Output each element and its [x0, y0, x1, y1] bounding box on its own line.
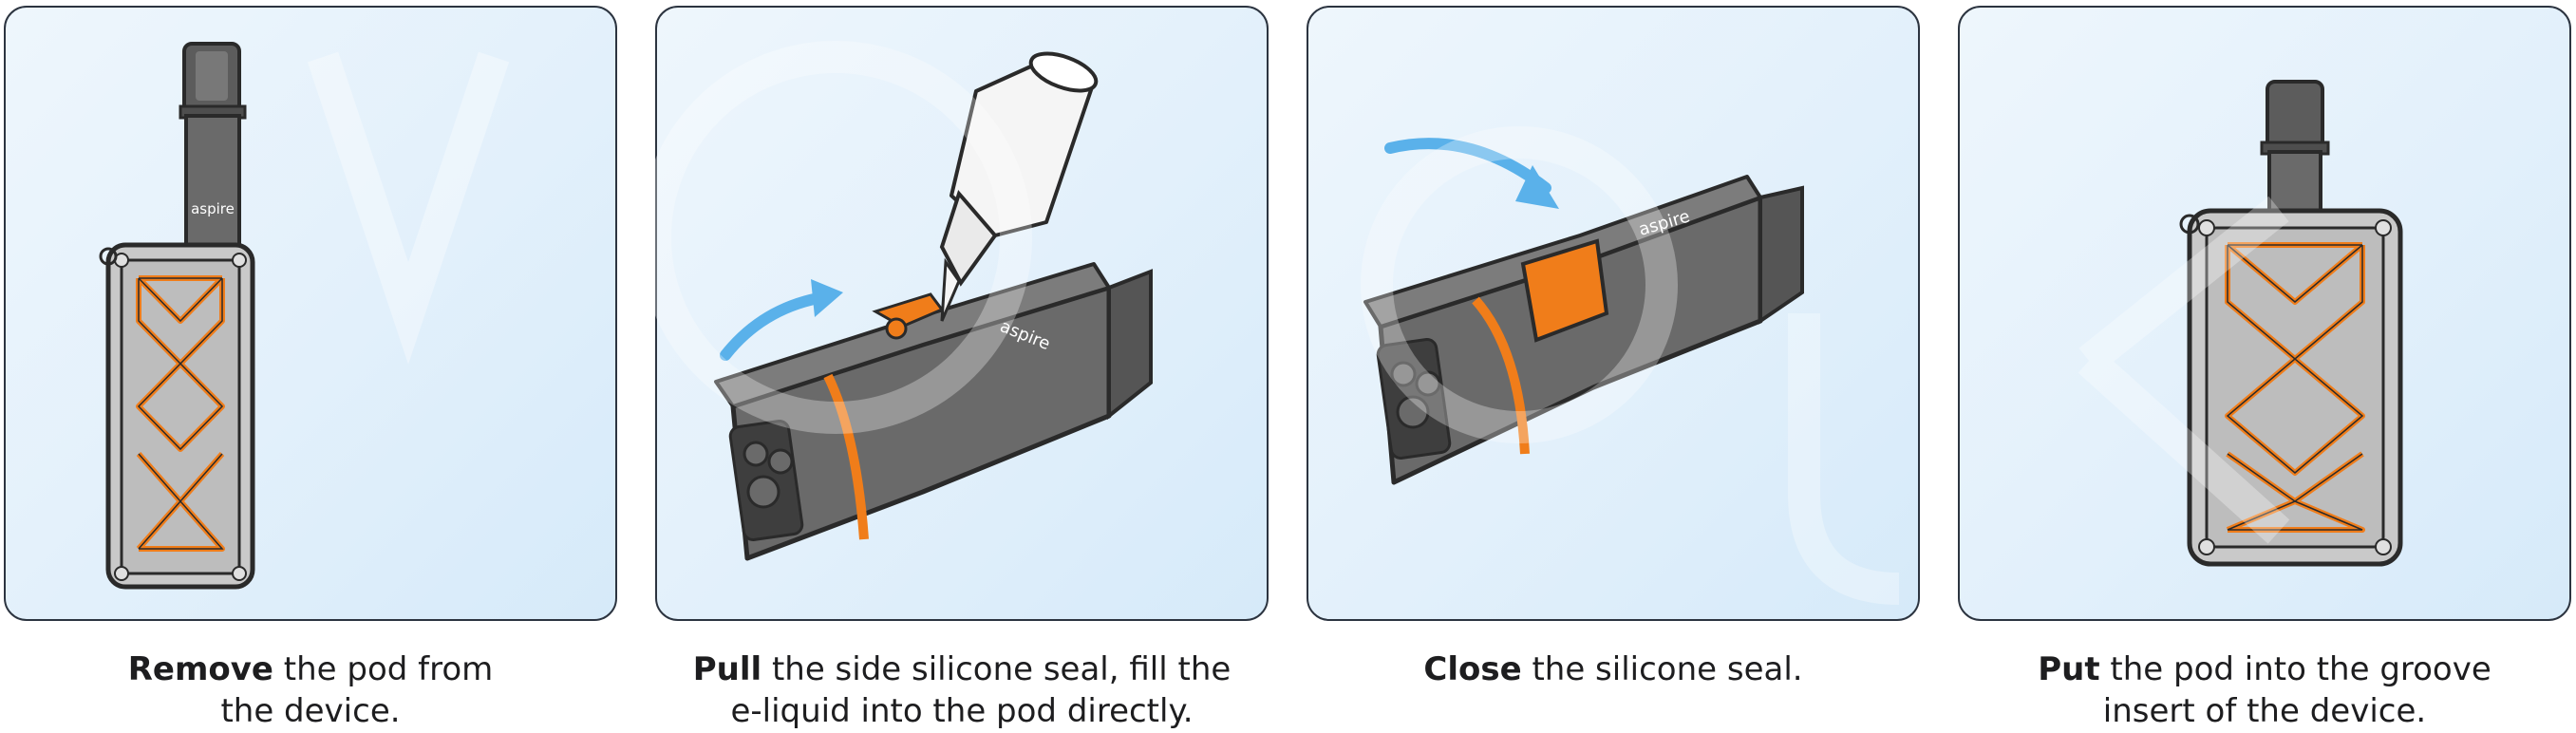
step-2-text-line1: the side silicone seal, fill the	[762, 650, 1232, 688]
device-frame-icon	[2179, 208, 2403, 567]
pod-icon: aspire	[714, 262, 1153, 561]
step-4: Put the pod into the groove insert of th…	[1958, 0, 2571, 733]
e-liquid-bottle-icon	[939, 51, 1099, 322]
curved-arrow-icon	[1384, 138, 1551, 194]
pod-icon	[2260, 80, 2330, 220]
step-1-caption: Remove the pod from the device.	[4, 648, 617, 732]
pod-icon: aspire	[179, 42, 247, 260]
step-3-action: Close	[1423, 650, 1522, 688]
step-3-caption: Close the silicone seal.	[1307, 648, 1920, 690]
curved-arrow-icon	[720, 292, 824, 361]
step-1-text-line2: the device.	[220, 692, 401, 730]
step-3-illustration-card: aspire	[1307, 6, 1920, 621]
step-1-illustration-card: aspire	[4, 6, 617, 621]
step-1-action: Remove	[127, 650, 273, 688]
pod-brand-label: aspire	[191, 200, 235, 217]
device-with-pod-removed-illustration: aspire	[99, 42, 255, 590]
step-3: aspire Close the silicone seal.	[1307, 0, 1920, 733]
step-4-text-line1: the pod into the groove	[2099, 650, 2491, 688]
step-2: aspire Pull the side silicone seal, fill…	[655, 0, 1269, 733]
step-4-text-line2: insert of the device.	[2102, 692, 2427, 730]
step-2-caption: Pull the side silicone seal, fill the e-…	[655, 648, 1269, 732]
step-3-text-line1: the silicone seal.	[1521, 650, 1803, 688]
step-1: aspire Remove the pod from the device.	[4, 0, 617, 733]
step-4-illustration-card	[1958, 6, 2571, 621]
seal-closing-illustration: aspire	[1363, 138, 1804, 485]
step-4-action: Put	[2038, 650, 2100, 688]
pod-icon: aspire	[1363, 175, 1804, 485]
device-frame-icon	[99, 242, 255, 590]
device-with-pod-inserted-illustration	[2179, 80, 2403, 567]
pod-filling-illustration: aspire	[714, 51, 1153, 561]
step-4-caption: Put the pod into the groove insert of th…	[1958, 648, 2571, 732]
step-1-text-line1: the pod from	[273, 650, 494, 688]
step-2-illustration-card: aspire	[655, 6, 1269, 621]
step-2-action: Pull	[692, 650, 762, 688]
silicone-seal-closed-icon	[1520, 238, 1609, 343]
step-2-text-line2: e-liquid into the pod directly.	[730, 692, 1194, 730]
